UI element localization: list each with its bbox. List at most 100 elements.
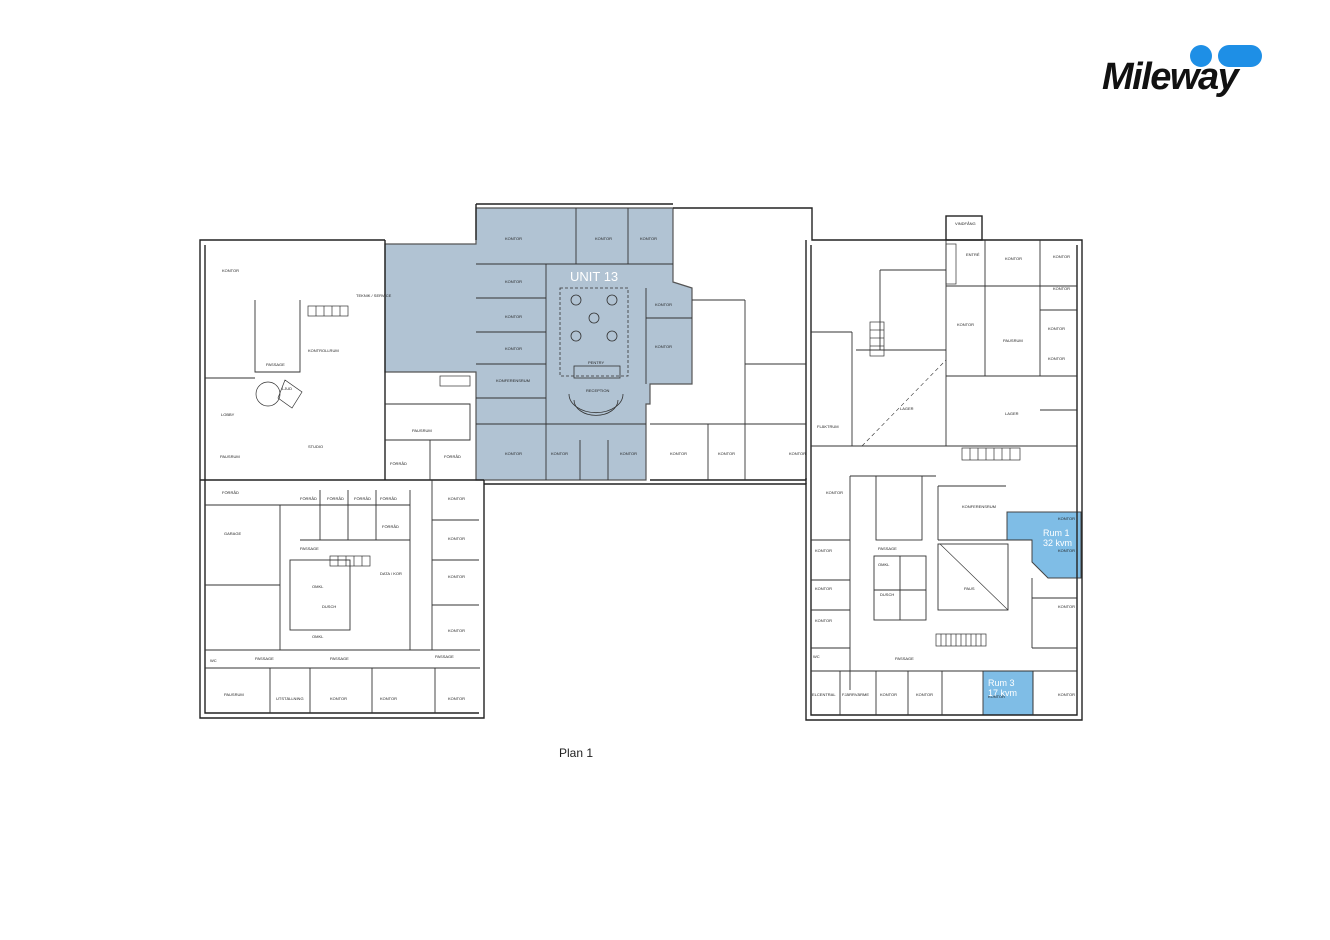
rum-3-label: Rum 3: [988, 678, 1015, 688]
plan-caption: Plan 1: [559, 746, 594, 760]
svg-text:LAGER: LAGER: [1005, 411, 1019, 416]
svg-text:PASSAGE: PASSAGE: [895, 656, 914, 661]
svg-text:KONTOR: KONTOR: [505, 279, 522, 284]
logo-pill-icon: [1218, 45, 1262, 67]
stairs: [255, 243, 1021, 647]
svg-text:KONTOR: KONTOR: [789, 451, 806, 456]
svg-text:FÖRRÅD: FÖRRÅD: [444, 454, 461, 459]
svg-text:KONTOR: KONTOR: [448, 536, 465, 541]
svg-text:KONTOR: KONTOR: [505, 451, 522, 456]
svg-text:FÖRRÅD: FÖRRÅD: [382, 524, 399, 529]
svg-text:PASSAGE: PASSAGE: [300, 546, 319, 551]
pentry-furniture: [559, 287, 629, 416]
svg-text:PAUSRUM: PAUSRUM: [220, 454, 240, 459]
svg-text:PENTRY: PENTRY: [588, 360, 604, 365]
svg-text:WC: WC: [210, 658, 217, 663]
svg-text:GARAGE: GARAGE: [224, 531, 241, 536]
svg-text:PAUSRUM: PAUSRUM: [224, 692, 244, 697]
svg-text:KONFERENSRUM: KONFERENSRUM: [962, 504, 996, 509]
svg-text:FÖRRÅD: FÖRRÅD: [390, 461, 407, 466]
interior-walls: [205, 208, 1077, 715]
mileway-logo: Mileway: [1100, 42, 1270, 106]
svg-text:KONTOR: KONTOR: [448, 696, 465, 701]
rum-3-area[interactable]: [982, 670, 1034, 716]
svg-text:FLÄKTRUM: FLÄKTRUM: [817, 424, 839, 429]
svg-text:PASSAGE: PASSAGE: [330, 656, 349, 661]
svg-text:KONTOR: KONTOR: [620, 451, 637, 456]
svg-text:KONTOR: KONTOR: [330, 696, 347, 701]
svg-text:PAUSRUM: PAUSRUM: [1003, 338, 1023, 343]
svg-text:KONTROLLRUM: KONTROLLRUM: [308, 348, 339, 353]
svg-text:KONTOR: KONTOR: [1053, 254, 1070, 259]
svg-text:DATA / KOR: DATA / KOR: [380, 571, 402, 576]
svg-text:KONTOR: KONTOR: [505, 346, 522, 351]
svg-text:PASSAGE: PASSAGE: [878, 546, 897, 551]
svg-text:KONTOR: KONTOR: [1058, 516, 1075, 521]
svg-text:KONTOR: KONTOR: [957, 322, 974, 327]
svg-text:KONTOR: KONTOR: [826, 490, 843, 495]
svg-text:KONTOR: KONTOR: [1058, 604, 1075, 609]
svg-text:PAUSRUM: PAUSRUM: [412, 428, 432, 433]
svg-text:ELCENTRAL: ELCENTRAL: [812, 692, 836, 697]
svg-text:KONTOR: KONTOR: [222, 268, 239, 273]
rum-1-label: Rum 1: [1043, 528, 1070, 538]
rum-3-area-label: 17 kvm: [988, 688, 1017, 698]
svg-text:LOBBY: LOBBY: [221, 412, 235, 417]
svg-text:KONTOR: KONTOR: [448, 574, 465, 579]
room-labels: KONTOR KONTOR KONTOR KONTOR KONTOR KONTO…: [210, 221, 1075, 701]
svg-text:DUSCH: DUSCH: [322, 604, 336, 609]
svg-text:UTSTÄLLNING: UTSTÄLLNING: [276, 696, 304, 701]
svg-text:KONFERENSRUM: KONFERENSRUM: [496, 378, 530, 383]
svg-text:TEKNIK / SERVICE: TEKNIK / SERVICE: [356, 293, 392, 298]
svg-text:KONTOR: KONTOR: [1005, 256, 1022, 261]
svg-text:STUDIO: STUDIO: [308, 444, 323, 449]
svg-text:PASSAGE: PASSAGE: [266, 362, 285, 367]
svg-text:KONTOR: KONTOR: [1048, 356, 1065, 361]
svg-text:FÖRRÅD: FÖRRÅD: [354, 496, 371, 501]
svg-text:OMKL: OMKL: [312, 584, 324, 589]
svg-text:FÖRRÅD: FÖRRÅD: [327, 496, 344, 501]
svg-text:KONTOR: KONTOR: [448, 628, 465, 633]
svg-text:KONTOR: KONTOR: [815, 618, 832, 623]
svg-text:KONTOR: KONTOR: [1053, 286, 1070, 291]
svg-text:KONTOR: KONTOR: [595, 236, 612, 241]
svg-text:KONTOR: KONTOR: [505, 236, 522, 241]
svg-text:FJÄRRVÄRME: FJÄRRVÄRME: [842, 692, 869, 697]
svg-text:KONTOR: KONTOR: [380, 696, 397, 701]
rum-1-area-label: 32 kvm: [1043, 538, 1072, 548]
svg-text:OMKL: OMKL: [878, 562, 890, 567]
svg-text:LJUD: LJUD: [282, 386, 292, 391]
svg-text:KONTOR: KONTOR: [815, 586, 832, 591]
svg-text:KONTOR: KONTOR: [815, 548, 832, 553]
svg-text:KONTOR: KONTOR: [448, 496, 465, 501]
svg-text:KONTOR: KONTOR: [1058, 692, 1075, 697]
building-walls: [199, 203, 1083, 721]
logo-dot-icon: [1190, 45, 1212, 67]
svg-text:KONTOR: KONTOR: [505, 314, 522, 319]
svg-text:KONTOR: KONTOR: [551, 451, 568, 456]
svg-text:KONTOR: KONTOR: [1058, 548, 1075, 553]
svg-text:FÖRRÅD: FÖRRÅD: [222, 490, 239, 495]
svg-text:FÖRRÅD: FÖRRÅD: [300, 496, 317, 501]
svg-text:PASSAGE: PASSAGE: [435, 654, 454, 659]
svg-text:WC: WC: [813, 654, 820, 659]
unit-13-label: UNIT 13: [570, 269, 618, 284]
svg-text:KONTOR: KONTOR: [655, 302, 672, 307]
svg-text:FÖRRÅD: FÖRRÅD: [380, 496, 397, 501]
svg-text:RECEPTION: RECEPTION: [586, 388, 609, 393]
rum-1-area[interactable]: [1006, 511, 1082, 579]
svg-text:ENTRÉ: ENTRÉ: [966, 252, 980, 257]
svg-text:KONTOR: KONTOR: [670, 451, 687, 456]
svg-text:KONTOR: KONTOR: [916, 692, 933, 697]
svg-text:KONTOR: KONTOR: [640, 236, 657, 241]
logo-wordmark: Mileway: [1102, 56, 1239, 98]
svg-text:PASSAGE: PASSAGE: [255, 656, 274, 661]
svg-text:OMKL: OMKL: [312, 634, 324, 639]
svg-text:KONTOR: KONTOR: [988, 694, 1005, 699]
svg-text:DUSCH: DUSCH: [880, 592, 894, 597]
svg-text:VINDFÅNG: VINDFÅNG: [955, 221, 976, 226]
svg-text:LAGER: LAGER: [900, 406, 914, 411]
svg-text:KONTOR: KONTOR: [1048, 326, 1065, 331]
svg-text:PAUS: PAUS: [964, 586, 975, 591]
